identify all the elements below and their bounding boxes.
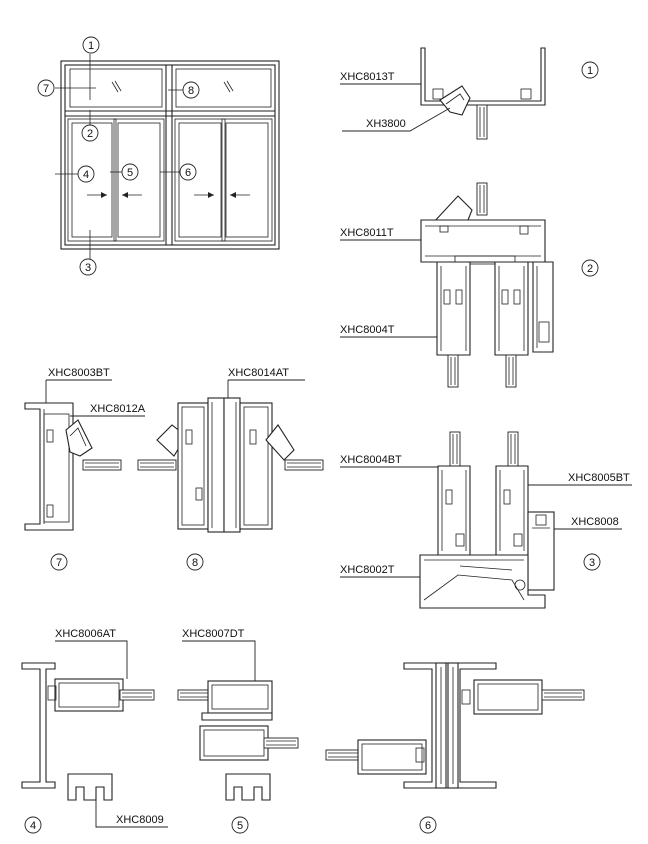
section-3-profile xyxy=(419,431,555,609)
label-xhc8013t: XHC8013T xyxy=(340,71,395,83)
callout-5: 5 xyxy=(121,163,139,181)
label-xhc8004bt: XHC8004BT xyxy=(340,454,402,466)
section-number-2: 2 xyxy=(581,259,599,277)
label-xhc8014at: XHC8014AT xyxy=(228,367,289,379)
svg-text:7: 7 xyxy=(56,557,62,569)
section-number-6: 6 xyxy=(419,816,437,834)
section-2-profile xyxy=(420,182,554,388)
section-number-8: 8 xyxy=(186,553,204,571)
svg-text:8: 8 xyxy=(192,557,198,569)
svg-text:4: 4 xyxy=(83,169,89,181)
label-xhc8002t: XHC8002T xyxy=(340,564,395,576)
svg-text:6: 6 xyxy=(425,820,431,832)
section-6-profile xyxy=(325,662,585,789)
section-1-profile xyxy=(420,47,546,140)
svg-text:3: 3 xyxy=(85,262,91,274)
label-xhc8003bt: XHC8003BT xyxy=(48,367,110,379)
callout-8: 8 xyxy=(182,81,200,99)
callout-2: 2 xyxy=(81,124,99,142)
section-4-profile xyxy=(21,662,155,801)
label-xhc8011t: XHC8011T xyxy=(340,227,394,239)
section-number-4: 4 xyxy=(24,816,42,834)
svg-text:7: 7 xyxy=(43,83,49,95)
svg-text:5: 5 xyxy=(127,167,133,179)
label-xhc8008: XHC8008 xyxy=(571,516,619,528)
label-xhc8012a: XHC8012A xyxy=(90,403,146,415)
section-number-1: 1 xyxy=(581,61,599,79)
callout-7: 7 xyxy=(37,79,55,97)
label-xhc8006at: XHC8006AT xyxy=(55,628,116,640)
section-number-5: 5 xyxy=(231,816,249,834)
svg-text:6: 6 xyxy=(185,167,191,179)
section-8-profile xyxy=(137,397,324,533)
label-xhc8004t: XHC8004T xyxy=(340,324,395,336)
callout-4: 4 xyxy=(77,165,95,183)
label-xhc8005bt: XHC8005BT xyxy=(568,472,630,484)
svg-text:1: 1 xyxy=(88,40,94,52)
label-xhc8009: XHC8009 xyxy=(116,814,164,826)
svg-text:4: 4 xyxy=(30,820,36,832)
section-7-profile xyxy=(24,402,122,531)
callout-6: 6 xyxy=(179,163,197,181)
window-elevation xyxy=(55,54,280,259)
callout-3: 3 xyxy=(79,258,97,276)
svg-text:8: 8 xyxy=(188,85,194,97)
svg-text:2: 2 xyxy=(587,263,593,275)
section-number-3: 3 xyxy=(583,553,601,571)
svg-text:2: 2 xyxy=(87,128,93,140)
svg-text:5: 5 xyxy=(237,820,243,832)
label-xh3800: XH3800 xyxy=(366,118,406,130)
svg-text:1: 1 xyxy=(587,65,593,77)
callout-1: 1 xyxy=(82,36,100,54)
section-5-profile xyxy=(177,680,299,801)
section-number-7: 7 xyxy=(50,553,68,571)
label-xhc8007dt: XHC8007DT xyxy=(182,628,245,640)
svg-text:3: 3 xyxy=(589,557,595,569)
